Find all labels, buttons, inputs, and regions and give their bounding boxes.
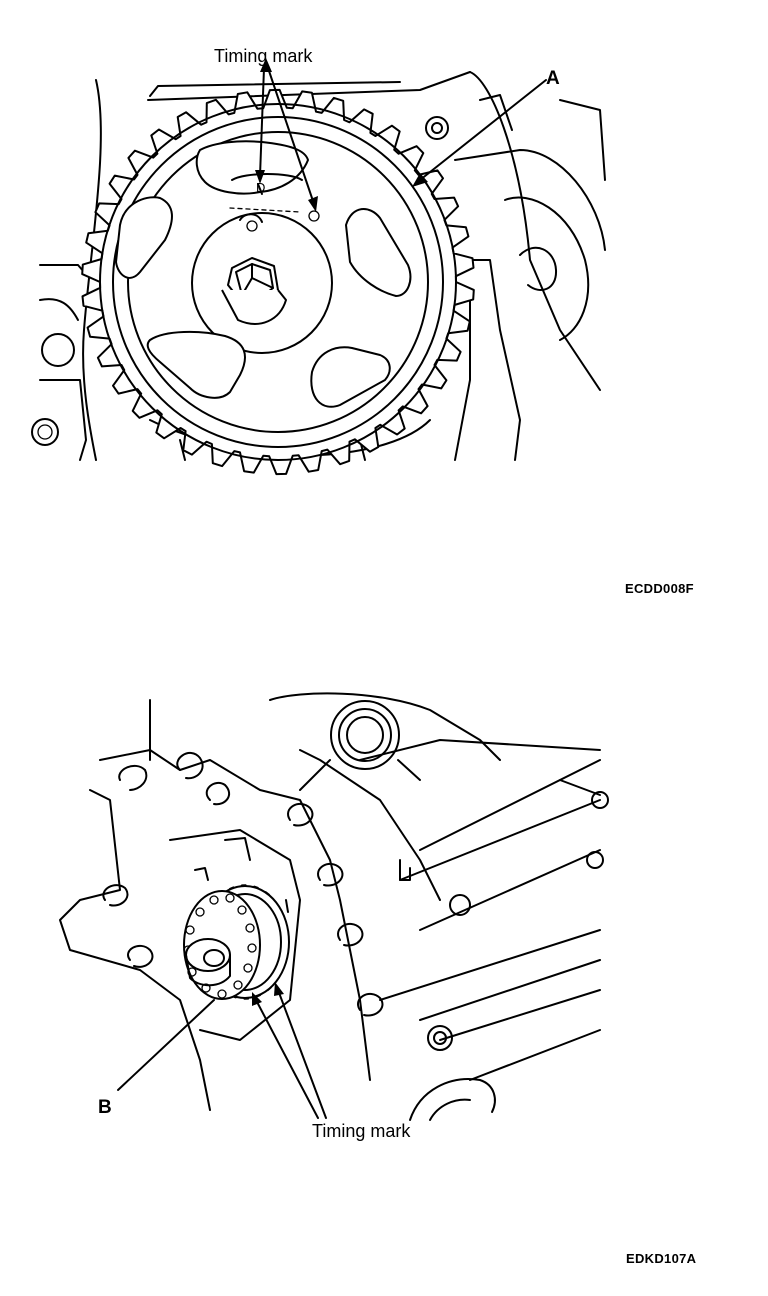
crankshaft-sprocket-illustration	[59, 692, 609, 1121]
timing-mark-label-top: Timing mark	[214, 46, 313, 66]
crankshaft-sprocket	[183, 885, 290, 1000]
timing-mark-dot	[308, 210, 320, 222]
part-b-leader	[117, 999, 215, 1091]
part-label-b: B	[98, 1097, 112, 1118]
engine-block-outline	[59, 692, 609, 1121]
timing-mark-arrows	[255, 58, 318, 212]
crank-timing-mark	[285, 899, 289, 913]
part-a-arrow	[412, 79, 547, 187]
camshaft-sprocket: D	[99, 103, 457, 461]
figure-code-bottom: EDKD107A	[626, 1251, 697, 1266]
camshaft-sprocket-illustration: D	[31, 58, 606, 476]
part-label-a: A	[546, 68, 560, 89]
timing-mark-label-bottom: Timing mark	[312, 1121, 411, 1141]
figure-code-top: ECDD008F	[625, 581, 694, 596]
timing-mark-arrows-bottom	[252, 982, 327, 1119]
timing-mark-symbol: D	[256, 180, 265, 195]
